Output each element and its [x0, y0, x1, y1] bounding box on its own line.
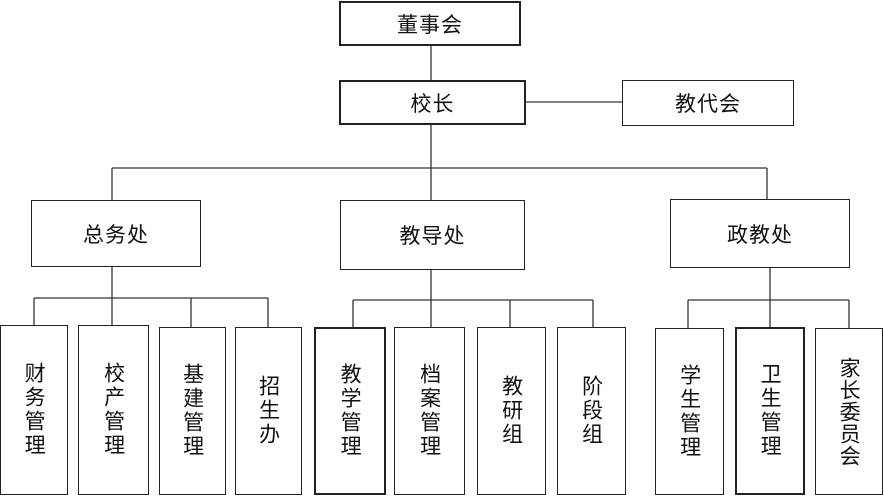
unit-admissions-office: 招生办 [235, 327, 302, 495]
board-node: 董事会 [339, 1, 521, 46]
unit-student-management: 学生管理 [655, 328, 724, 495]
unit-property-management: 校产管理 [78, 325, 149, 495]
unit-health-management: 卫生管理 [735, 327, 805, 495]
staff-congress-node: 教代会 [622, 80, 794, 126]
general-affairs-node: 总务处 [31, 200, 201, 267]
unit-grade-level-group: 阶段组 [557, 327, 626, 495]
political-education-node: 政教处 [670, 199, 850, 268]
principal-node: 校长 [339, 80, 526, 125]
unit-teaching-research-group: 教研组 [477, 327, 546, 495]
academic-affairs-node: 教导处 [340, 200, 525, 270]
unit-construction-management: 基建管理 [159, 327, 226, 495]
unit-finance-management: 财务管理 [0, 325, 68, 495]
unit-teaching-management: 教学管理 [314, 327, 386, 495]
unit-archives-management: 档案管理 [394, 327, 465, 495]
unit-parents-committee: 家长委员会 [815, 328, 883, 495]
